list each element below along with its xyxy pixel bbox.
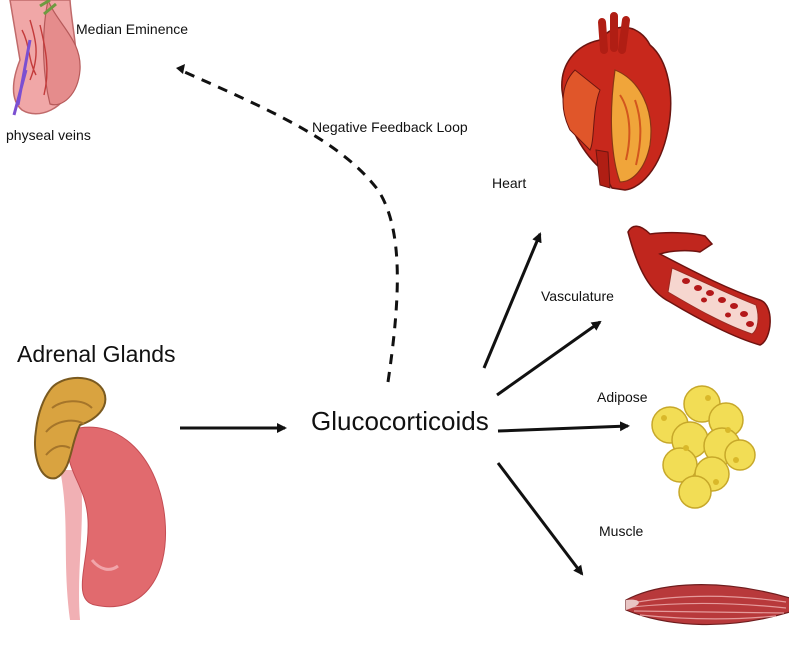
- heart-label: Heart: [492, 175, 527, 191]
- muscle-label: Muscle: [599, 523, 644, 539]
- heart-icon: [561, 12, 672, 191]
- adipose-label: Adipose: [597, 389, 648, 405]
- arrow-to-vasculature: [496, 320, 602, 397]
- arrow-to-heart: [482, 232, 542, 369]
- median-eminence-label: Median Eminence: [76, 21, 189, 37]
- feedback-arrowhead: [176, 64, 185, 74]
- pituitary-icon: [9, 0, 81, 116]
- arrow-to-muscle: [496, 462, 584, 576]
- negative-feedback-arrow: [179, 68, 399, 383]
- arrow-to-adipose: [497, 421, 630, 433]
- negative-feedback-label: Negative Feedback Loop: [312, 119, 468, 135]
- adrenal-glands-label: Adrenal Glands: [17, 341, 176, 367]
- vasculature-label: Vasculature: [541, 288, 614, 304]
- muscle-icon: [625, 584, 789, 626]
- glucocorticoids-label: Glucocorticoids: [311, 406, 489, 436]
- blood-vessel-icon: [627, 225, 771, 346]
- adrenal-kidney-icon: [34, 376, 167, 620]
- hypophyseal-veins-label: physeal veins: [6, 127, 91, 143]
- adipose-cells-icon: [651, 385, 756, 509]
